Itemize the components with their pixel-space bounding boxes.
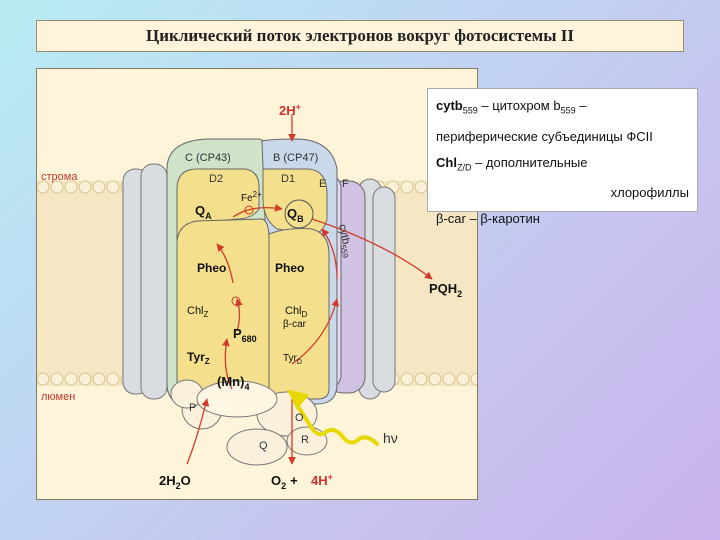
transmembrane-helices-left (123, 164, 167, 399)
slide-title: Циклический поток электронов вокруг фото… (36, 20, 684, 52)
lipid-head (429, 373, 441, 385)
lipid-head (415, 373, 427, 385)
lipid-head (107, 373, 119, 385)
label-pheo-right: Pheo (275, 261, 304, 275)
label-water: 2H2O (159, 473, 191, 491)
lipid-head (443, 373, 455, 385)
psii-diagram-svg: строма люмен 2H+ C (CP43) B (CP47) D2 D1… (37, 69, 478, 500)
legend-line-2: периферические субъединицы ФСII (436, 124, 689, 150)
label-e: E (319, 178, 326, 190)
label-o2: O2+ (271, 473, 298, 491)
label-cp47: B (CP47) (273, 152, 318, 164)
label-d1: D1 (281, 173, 295, 185)
label-subunit-p: P (189, 402, 196, 414)
lipid-head (471, 373, 478, 385)
legend-line-1: cytb559 – цитохром b559 – (436, 93, 689, 124)
lipid-head (401, 181, 413, 193)
label-4h-plus: 4H+ (311, 472, 333, 488)
lipid-head (401, 373, 413, 385)
label-bcar: β-car (283, 319, 307, 330)
lipid-head (415, 181, 427, 193)
lipid-head (51, 373, 63, 385)
legend-box: cytb559 – цитохром b559 – периферические… (427, 88, 698, 212)
label-stroma: строма (41, 171, 78, 183)
lipid-head (79, 181, 91, 193)
legend-line-3: ChlZ/D – дополнительные (436, 150, 689, 181)
legend-line-5: β-car – β-каротин (436, 206, 689, 232)
label-subunit-q: Q (259, 440, 268, 452)
label-f: F (342, 178, 349, 190)
lipid-head (93, 373, 105, 385)
label-pheo-left: Pheo (197, 261, 226, 275)
legend-line-4: хлорофиллы (436, 180, 689, 206)
label-lumen: люмен (41, 391, 75, 403)
label-subunit-o: O (295, 412, 304, 424)
label-cp43: C (CP43) (185, 152, 231, 164)
label-d2: D2 (209, 173, 223, 185)
label-2h-plus: 2H+ (279, 102, 301, 118)
label-subunit-r: R (301, 434, 309, 446)
lipid-head (65, 373, 77, 385)
lipid-head (107, 181, 119, 193)
lipid-head (37, 373, 49, 385)
psii-diagram: строма люмен 2H+ C (CP43) B (CP47) D2 D1… (36, 68, 478, 500)
label-hv: hν (383, 430, 398, 446)
slide-title-text: Циклический поток электронов вокруг фото… (146, 26, 574, 46)
lipid-head (457, 373, 469, 385)
lipid-head (79, 373, 91, 385)
lipid-head (93, 181, 105, 193)
